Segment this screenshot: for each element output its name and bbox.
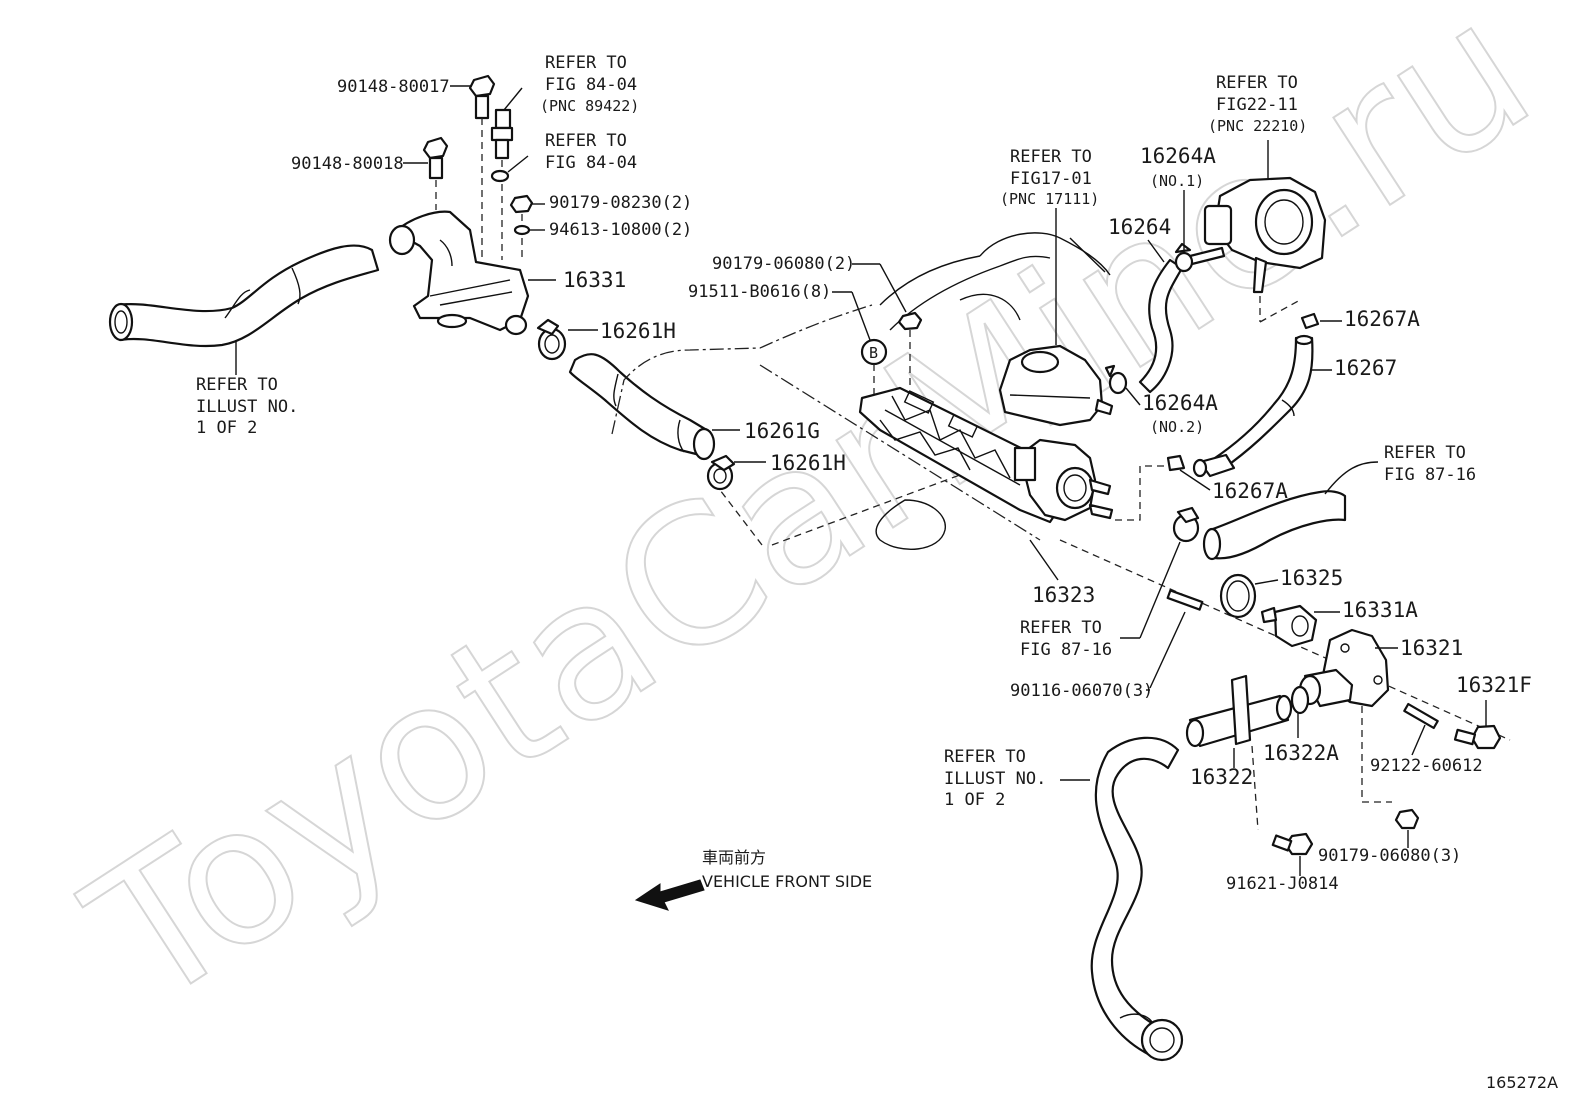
callout-b-marker: B [832, 291, 888, 400]
label-16261G: 16261G [744, 419, 820, 443]
hose-16267 [1192, 334, 1332, 478]
clamp-16264A-no1 [1174, 190, 1194, 273]
ref-fig17-line1: REFER TO [1010, 147, 1092, 167]
direction-english: VEHICLE FRONT SIDE [702, 872, 872, 891]
vehicle-front-arrow [634, 879, 705, 911]
gasket-16323 [858, 386, 1067, 581]
ref-illust-bottom-line1: REFER TO [944, 747, 1026, 767]
label-90179-06080-3: 90179-06080(3) [1318, 846, 1461, 866]
ref-fig87-right-line1: REFER TO [1384, 443, 1466, 463]
ref-fig22-line1: REFER TO [1216, 73, 1298, 93]
stud-92122-60612 [1403, 702, 1439, 756]
ref-fig84a-line2: FIG 84-04 [545, 75, 637, 95]
ref-fig22-line2: FIG22-11 [1216, 95, 1298, 115]
gasket-small [490, 155, 529, 183]
intake-body-17111 [998, 208, 1114, 427]
label-16331A: 16331A [1342, 598, 1418, 622]
ref-fig87-center-line1: REFER TO [1020, 618, 1102, 638]
hose-16264 [1138, 239, 1184, 394]
clamp-16261H-lower [706, 454, 766, 491]
label-16264: 16264 [1108, 215, 1171, 239]
ref-fig87-right-line2: FIG 87-16 [1384, 465, 1476, 485]
label-16322A: 16322A [1263, 741, 1339, 765]
hose-16261G [568, 353, 740, 461]
clamp-16267A-lower [1110, 454, 1211, 521]
upper-left-hose [108, 244, 380, 375]
nut-90179-06080-2 [852, 263, 923, 385]
label-16267: 16267 [1334, 356, 1397, 380]
direction-japanese: 車両前方 [702, 848, 766, 867]
label-16264A-no1: 16264A [1140, 144, 1216, 168]
label-16331: 16331 [563, 268, 626, 292]
label-90116-06070: 90116-06070(3) [1010, 681, 1153, 701]
ref-fig84a-line3: (PNC 89422) [540, 97, 639, 115]
throttle-body-22210 [1188, 140, 1327, 323]
callout-b-text: B [869, 344, 878, 362]
clamp-16264A-no2 [1104, 364, 1141, 406]
label-90179-08230: 90179-08230(2) [549, 193, 692, 213]
ref-fig84b-line1: REFER TO [545, 131, 627, 151]
label-90148-80018: 90148-80018 [291, 154, 404, 174]
label-90179-06080-2: 90179-06080(2) [712, 254, 855, 274]
label-90148-80017: 90148-80017 [337, 77, 450, 97]
ref-fig87-center-line2: FIG 87-16 [1020, 640, 1112, 660]
label-16264A-no1-note: (NO.1) [1150, 172, 1204, 190]
hose-fig87-right [1202, 461, 1379, 561]
clamp-fig87-center [1139, 506, 1200, 639]
clamp-16267A-top [1300, 312, 1342, 330]
label-16267A-top: 16267A [1344, 307, 1420, 331]
stud-90116-06070 [1149, 589, 1204, 689]
label-16325: 16325 [1280, 566, 1343, 590]
washer-94613-10800 [513, 224, 545, 236]
water-outlet-16331 [388, 210, 530, 336]
ref-illust-bottom-line2: ILLUST NO. [944, 769, 1046, 789]
bolt-90148-80017 [468, 74, 496, 260]
gasket-16325 [1219, 573, 1279, 619]
bolt-16321F [1453, 700, 1502, 750]
label-16261H-upper: 16261H [600, 319, 676, 343]
ref-illust-left-line3: 1 OF 2 [196, 418, 257, 438]
ref-fig84a-line1: REFER TO [545, 53, 627, 73]
nut-90179-08230 [509, 194, 545, 262]
pipe-16322 [1185, 674, 1293, 831]
ref-illust-left-line2: ILLUST NO. [196, 397, 298, 417]
label-16321F: 16321F [1456, 673, 1532, 697]
clamp-16261H-upper [536, 318, 598, 361]
bolt-90148-80018 [422, 136, 449, 210]
ref-illust-bottom-line3: 1 OF 2 [944, 790, 1005, 810]
label-16261H-lower: 16261H [770, 451, 846, 475]
ref-illust-left-line1: REFER TO [196, 375, 278, 395]
bolt-91621-J0814 [1271, 832, 1314, 876]
label-16323: 16323 [1032, 583, 1095, 607]
nut-90179-06080-3 [1394, 808, 1420, 848]
label-16322: 16322 [1190, 765, 1253, 789]
thermostat-16331A [1260, 604, 1340, 648]
label-94613-10800: 94613-10800(2) [549, 220, 692, 240]
label-92122-60612: 92122-60612 [1370, 756, 1483, 776]
ref-fig17-line3: (PNC 17111) [1000, 190, 1099, 208]
label-16264A-no2: 16264A [1142, 391, 1218, 415]
label-16321: 16321 [1400, 636, 1463, 660]
label-16264A-no2-note: (NO.2) [1150, 418, 1204, 436]
watermark: ToyotaCarMine.ru [53, 0, 1566, 1048]
ref-fig84b-line2: FIG 84-04 [545, 153, 637, 173]
label-16267A-lower: 16267A [1212, 479, 1288, 503]
label-91621-J0814: 91621-J0814 [1226, 874, 1339, 894]
inlet-housing [1013, 438, 1114, 522]
housing-16321 [1298, 628, 1398, 803]
label-91511-B0616: 91511-B0616(8) [688, 282, 831, 302]
oring-16322A [1290, 685, 1310, 738]
lower-hose [1060, 736, 1184, 1062]
ref-fig17-line2: FIG17-01 [1010, 169, 1092, 189]
figure-number: 165272A [1486, 1073, 1558, 1092]
ref-fig22-line3: (PNC 22210) [1208, 117, 1307, 135]
